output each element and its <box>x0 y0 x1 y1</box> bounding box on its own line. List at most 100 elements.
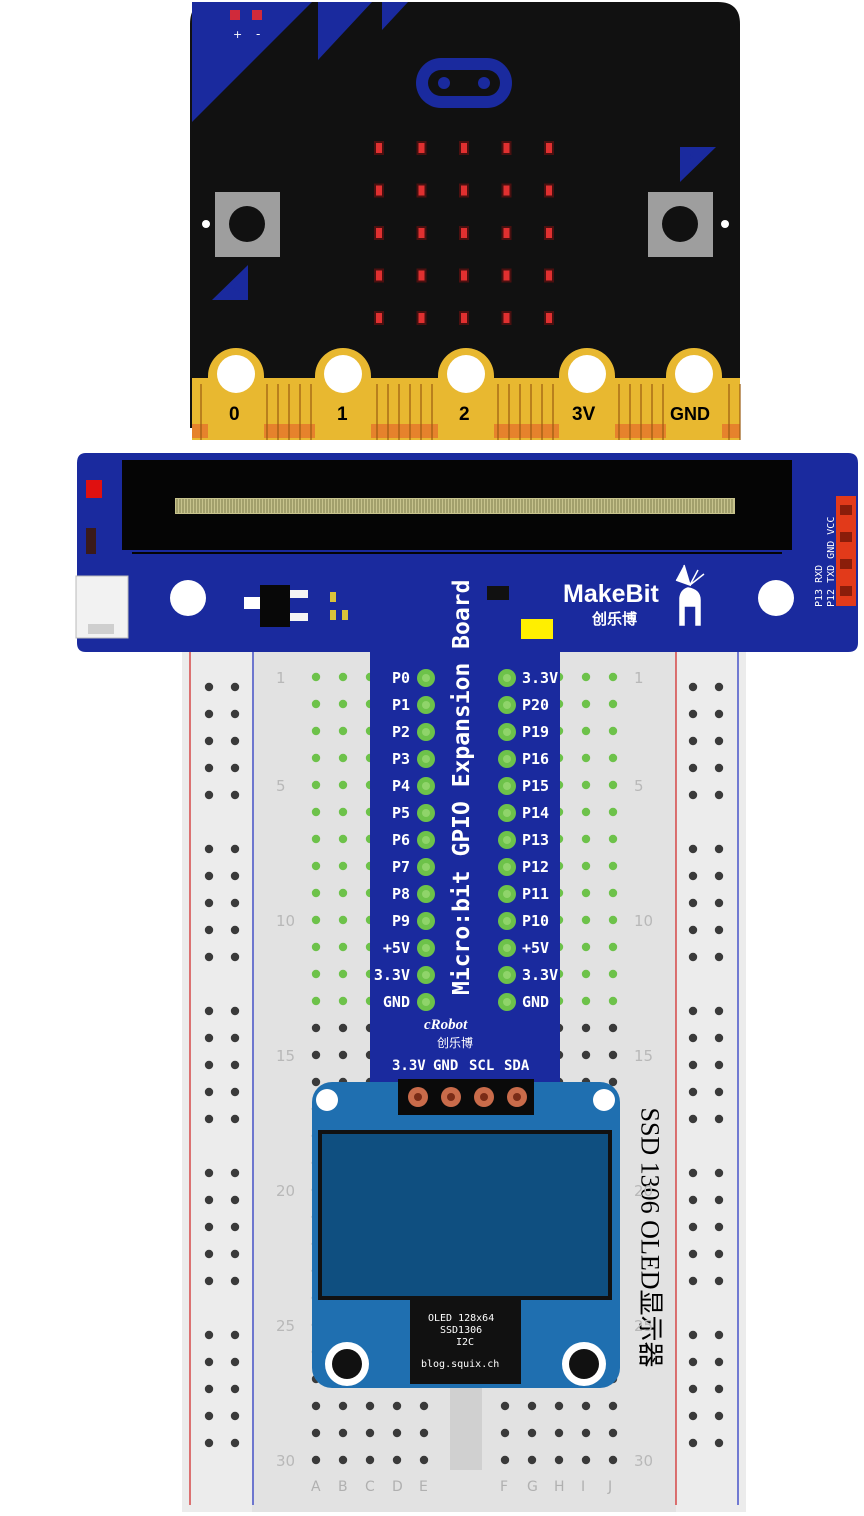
rail-hole <box>714 952 724 962</box>
edge-contact <box>508 384 510 440</box>
rail-hole <box>230 1006 240 1016</box>
rail-hole <box>230 682 240 692</box>
breadboard-column-letter: F <box>500 1479 509 1495</box>
right-pin-label: 3.3V <box>522 966 559 984</box>
left-pin-label: P7 <box>391 858 410 876</box>
side-dot <box>721 220 729 228</box>
power-plus-label: + <box>233 28 243 41</box>
matrix-led <box>418 270 425 281</box>
matrix-led <box>503 143 510 153</box>
oled-side-label: SSD 1306 OLED显示器 <box>635 1107 665 1368</box>
breadboard-hole <box>608 1050 618 1060</box>
breadboard-hole <box>581 1050 591 1060</box>
edge-contact <box>618 384 620 440</box>
breadboard-column-letter: G <box>527 1479 538 1495</box>
left-pin-label: 3.3V <box>373 966 410 984</box>
breadboard-row-number-left: 15 <box>276 1047 296 1065</box>
maker-logo: cRobot <box>424 1017 468 1033</box>
matrix-led <box>461 270 467 281</box>
rail-hole <box>688 1411 698 1421</box>
rail-hole <box>714 790 724 800</box>
matrix-led <box>503 313 510 323</box>
rail-hole <box>688 1033 698 1043</box>
matrix-led <box>418 313 425 323</box>
regulator-pin-1 <box>290 590 308 598</box>
rail-hole <box>714 1168 724 1178</box>
edge-contact <box>409 384 411 440</box>
gpio-pin-right-center <box>503 917 511 925</box>
breadboard-hole-connected <box>581 807 591 817</box>
breadboard-row-number-right: 25 <box>634 1317 654 1335</box>
edge-contact <box>376 384 378 440</box>
breadboard-row-number-left: 20 <box>276 1182 296 1200</box>
oled-chip-driver: SSD1306 <box>440 1325 483 1336</box>
uart-label-txd: P12 TXD <box>826 564 837 607</box>
matrix-led <box>376 185 382 196</box>
rail-hole <box>688 844 698 854</box>
rail-hole <box>204 1087 214 1097</box>
i2c-label-scl: SCL <box>469 1058 495 1074</box>
i2c-pin-center <box>513 1093 521 1101</box>
breadboard-hole-connected <box>581 699 591 709</box>
breadboard-column-letter: H <box>554 1479 565 1495</box>
rail-hole <box>230 1276 240 1286</box>
rail-hole <box>714 1411 724 1421</box>
breadboard-hole-connected <box>581 861 591 871</box>
edge-contact <box>640 384 642 440</box>
edge-contact <box>299 384 301 440</box>
rail-hole <box>230 1060 240 1070</box>
left-pin-label: P9 <box>391 912 410 930</box>
rail-hole <box>714 1276 724 1286</box>
breadboard-hole-connected <box>311 888 321 898</box>
breadboard-row-number-right: 10 <box>634 912 654 930</box>
power-pad-minus <box>252 10 262 20</box>
left-pin-label: P3 <box>391 750 410 768</box>
breadboard-hole-connected <box>338 807 348 817</box>
matrix-led <box>546 143 552 153</box>
uart-label-gnd: GND <box>826 540 837 559</box>
i2c-label-gnd: GND <box>433 1058 459 1074</box>
rail-hole <box>204 871 214 881</box>
breadboard-hole-connected <box>311 942 321 952</box>
button-b-label: B <box>683 148 696 167</box>
rail-hole <box>204 763 214 773</box>
side-dot <box>202 220 210 228</box>
breadboard-hole <box>500 1455 510 1465</box>
edge-contact <box>662 384 664 440</box>
matrix-led <box>418 143 425 153</box>
uart-pin <box>840 532 852 542</box>
rail-hole <box>714 1006 724 1016</box>
breadboard-hole <box>311 1050 321 1060</box>
breadboard-hole-connected <box>338 753 348 763</box>
edge-contact <box>552 384 554 440</box>
breadboard-hole-connected <box>311 996 321 1006</box>
breadboard-column-letter: I <box>581 1479 586 1495</box>
rail-hole <box>688 709 698 719</box>
rail-hole <box>688 1438 698 1448</box>
breadboard-hole <box>500 1401 510 1411</box>
left-pin-label: P0 <box>391 669 410 687</box>
matrix-led <box>376 143 382 153</box>
breadboard-hole-connected <box>608 834 618 844</box>
breadboard-column-letter: J <box>608 1479 613 1495</box>
uart-label-rxd: P13 RXD <box>814 564 825 607</box>
breadboard-hole <box>392 1428 402 1438</box>
rail-hole <box>230 763 240 773</box>
i2c-label-3v3: 3.3V <box>392 1058 426 1074</box>
microbit-stripe <box>382 2 408 30</box>
matrix-led <box>461 185 467 196</box>
edge-contact <box>519 384 521 440</box>
deer-logo-icon <box>675 564 705 626</box>
matrix-led <box>546 228 552 238</box>
oled-driver-chip <box>410 1300 521 1384</box>
rail-hole <box>230 844 240 854</box>
breadboard-hole-connected <box>311 672 321 682</box>
breadboard-hole <box>608 1023 618 1033</box>
breadboard-hole <box>338 1428 348 1438</box>
breadboard-hole-connected <box>311 834 321 844</box>
capacitor-2 <box>330 610 336 620</box>
edge-contact <box>497 384 499 440</box>
breadboard-hole-connected <box>608 888 618 898</box>
matrix-led <box>461 228 467 238</box>
